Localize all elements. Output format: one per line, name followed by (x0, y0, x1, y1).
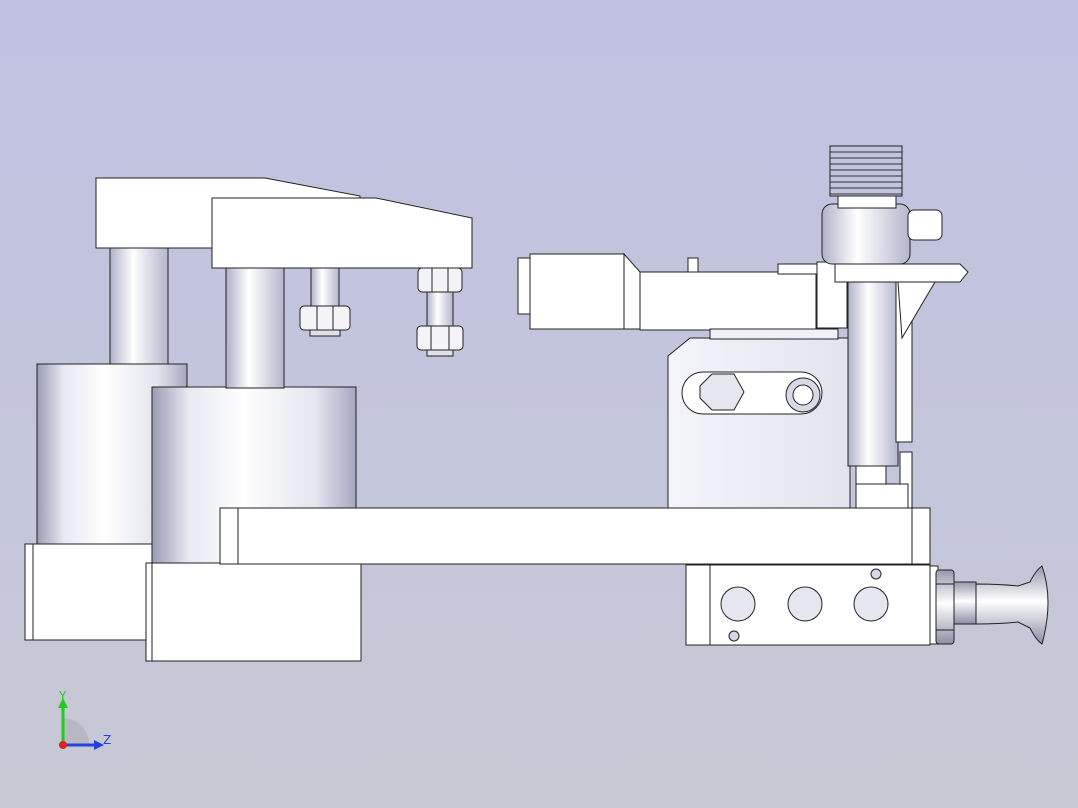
front-clamp-cylinder (145, 197, 473, 662)
base-arm (219, 507, 931, 565)
clamp-bolt-left (299, 267, 351, 337)
push-knob (929, 565, 1049, 645)
vertical-column (816, 261, 969, 509)
sensor-housing (517, 252, 839, 340)
coordinate-triad: Y Z (58, 689, 111, 750)
sensor-bracket-plate (667, 337, 851, 509)
valve-block (685, 564, 931, 646)
clamp-bolt-right (416, 267, 464, 357)
pneumatic-fitting (821, 145, 943, 265)
z-axis-label: Z (103, 733, 111, 747)
y-axis-label: Y (58, 689, 67, 703)
